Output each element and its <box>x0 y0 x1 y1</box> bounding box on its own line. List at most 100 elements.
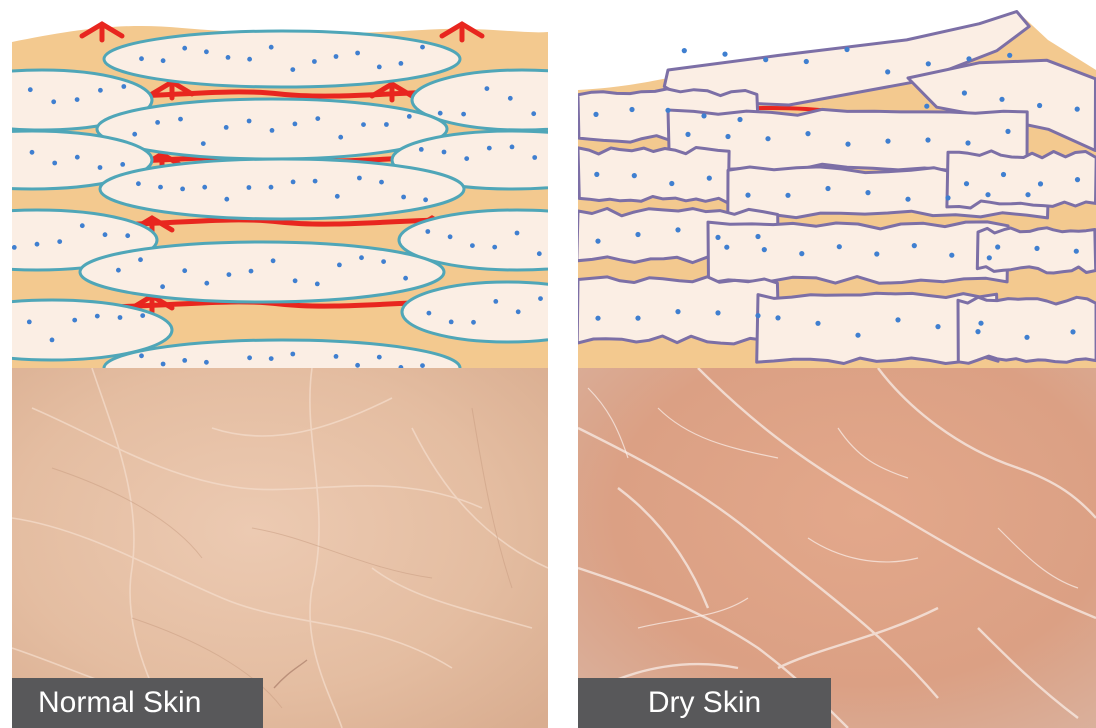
nucleus-dot <box>271 258 276 263</box>
nucleus-dot <box>1007 53 1012 58</box>
nucleus-dot <box>885 69 890 74</box>
nucleus-dot <box>224 125 229 130</box>
nucleus-dot <box>95 314 100 319</box>
nucleus-dot <box>532 155 537 160</box>
nucleus-dot <box>715 310 720 315</box>
nucleus-dot <box>224 197 229 202</box>
nucleus-dot <box>425 229 430 234</box>
nucleus-dot <box>160 284 165 289</box>
normal-skin-cell-diagram <box>12 0 548 368</box>
nucleus-dot <box>403 276 408 281</box>
nucleus-dot <box>635 316 640 321</box>
nucleus-dot <box>98 165 103 170</box>
corneocyte-cell <box>578 148 729 204</box>
nucleus-dot <box>75 97 80 102</box>
nucleus-dot <box>485 86 490 91</box>
nucleus-dot <box>204 49 209 54</box>
nucleus-dot <box>442 150 447 155</box>
nucleus-dot <box>293 122 298 127</box>
nucleus-dot <box>182 358 187 363</box>
nucleus-dot <box>1038 181 1043 186</box>
nucleus-dot <box>987 255 992 260</box>
nucleus-dot <box>855 333 860 338</box>
nucleus-dot <box>361 122 366 127</box>
nucleus-dot <box>785 193 790 198</box>
nucleus-dot <box>825 186 830 191</box>
nucleus-dot <box>247 119 252 124</box>
nucleus-dot <box>98 88 103 93</box>
nucleus-dot <box>136 181 141 186</box>
nucleus-dot <box>407 114 412 119</box>
nucleus-dot <box>1037 103 1042 108</box>
nucleus-dot <box>379 180 384 185</box>
nucleus-dot <box>182 46 187 51</box>
nucleus-dot <box>125 233 130 238</box>
corneocyte-cell <box>80 242 444 302</box>
nucleus-dot <box>51 99 56 104</box>
nucleus-dot <box>995 244 1000 249</box>
nucleus-dot <box>449 320 454 325</box>
nucleus-dot <box>315 116 320 121</box>
nucleus-dot <box>1034 246 1039 251</box>
nucleus-dot <box>269 45 274 50</box>
nucleus-dot <box>118 315 123 320</box>
nucleus-dot <box>226 55 231 60</box>
nucleus-dot <box>35 242 40 247</box>
nucleus-dot <box>701 113 706 118</box>
nucleus-dot <box>669 181 674 186</box>
nucleus-dot <box>227 272 232 277</box>
nucleus-dot <box>461 112 466 117</box>
nucleus-dot <box>334 354 339 359</box>
nucleus-dot <box>50 338 55 343</box>
nucleus-dot <box>269 356 274 361</box>
nucleus-dot <box>1075 107 1080 112</box>
nucleus-dot <box>1005 129 1010 134</box>
nucleus-dot <box>120 162 125 167</box>
nucleus-dot <box>315 282 320 287</box>
nucleus-dot <box>161 58 166 63</box>
nucleus-dot <box>438 111 443 116</box>
nucleus-dot <box>355 363 360 368</box>
nucleus-dot <box>132 132 137 137</box>
nucleus-dot <box>815 321 820 326</box>
nucleus-dot <box>359 255 364 260</box>
nucleus-dot <box>180 187 185 192</box>
nucleus-dot <box>707 176 712 181</box>
nucleus-dot <box>675 309 680 314</box>
nucleus-dot <box>269 185 274 190</box>
nucleus-dot <box>178 117 183 122</box>
nucleus-dot <box>293 278 298 283</box>
nucleus-dot <box>685 132 690 137</box>
nucleus-dot <box>924 104 929 109</box>
nucleus-dot <box>202 185 207 190</box>
nucleus-dot <box>204 281 209 286</box>
nucleus-dot <box>471 320 476 325</box>
nucleus-dot <box>161 362 166 367</box>
nucleus-dot <box>140 313 145 318</box>
nucleus-dot <box>537 251 542 256</box>
nucleus-dot <box>1074 249 1079 254</box>
nucleus-dot <box>1024 335 1029 340</box>
nucleus-dot <box>964 181 969 186</box>
nucleus-dot <box>399 61 404 66</box>
nucleus-dot <box>675 227 680 232</box>
nucleus-dot <box>381 259 386 264</box>
nucleus-dot <box>538 296 543 301</box>
nucleus-dot <box>116 268 121 273</box>
nucleus-dot <box>1070 329 1075 334</box>
nucleus-dot <box>845 142 850 147</box>
nucleus-dot <box>334 54 339 59</box>
nucleus-dot <box>270 128 275 133</box>
nucleus-dot <box>804 59 809 64</box>
nucleus-dot <box>139 56 144 61</box>
nucleus-dot <box>155 120 160 125</box>
nucleus-dot <box>291 180 296 185</box>
nucleus-dot <box>965 140 970 145</box>
nucleus-dot <box>745 193 750 198</box>
nucleus-dot <box>75 155 80 160</box>
nucleus-dot <box>978 321 983 326</box>
nucleus-dot <box>57 239 62 244</box>
normal-skin-label: Normal Skin <box>12 678 263 728</box>
nucleus-dot <box>30 150 35 155</box>
nucleus-dot <box>204 360 209 365</box>
